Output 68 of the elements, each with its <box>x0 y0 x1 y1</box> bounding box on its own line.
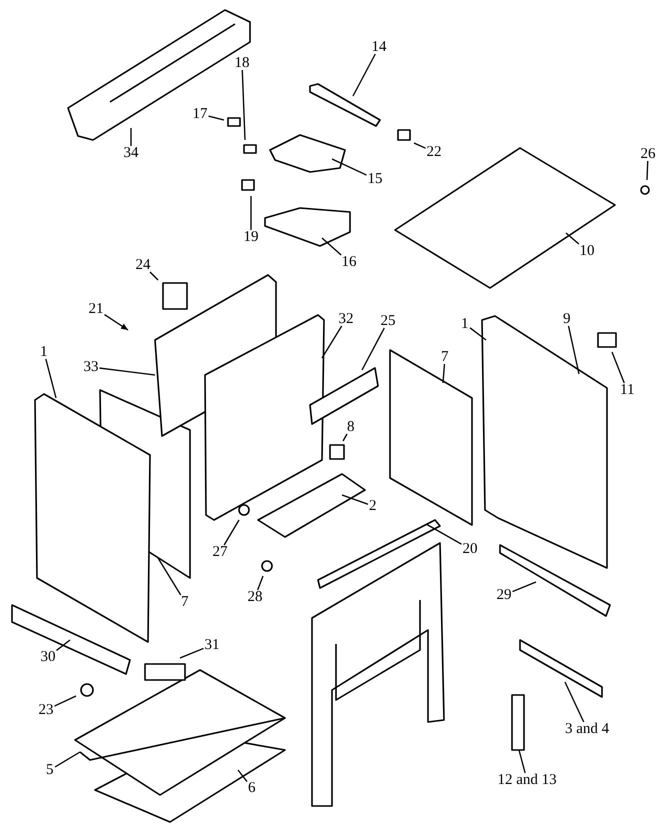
callout-number: 17 <box>192 106 208 122</box>
callout-number: 11 <box>620 382 634 398</box>
leader-line <box>208 116 224 121</box>
leader-line <box>361 328 385 370</box>
leader-line <box>54 695 76 707</box>
leader-line <box>646 160 648 180</box>
leader-line <box>157 558 182 596</box>
callout-number: 29 <box>496 587 512 603</box>
callout-number: 30 <box>40 649 56 665</box>
callout-number: 19 <box>244 229 258 245</box>
callout-number: 28 <box>248 589 262 605</box>
leader-line <box>130 128 132 146</box>
leader-line <box>518 750 526 774</box>
leader-line <box>332 158 367 176</box>
callout-number: 7 <box>181 594 188 610</box>
callout-number: 26 <box>640 146 656 162</box>
callout-number: 27 <box>212 544 228 560</box>
callout-number: 32 <box>338 311 354 327</box>
callout-number: 7 <box>441 349 448 365</box>
callout-number: 25 <box>380 313 396 329</box>
leader-line <box>237 770 248 782</box>
leader-line <box>564 682 584 722</box>
leader-line <box>568 326 580 374</box>
leader-line <box>56 639 70 651</box>
callout-number: 21 <box>88 301 104 317</box>
leader-line <box>566 232 580 244</box>
callout-number: 8 <box>347 419 354 435</box>
leader-line <box>54 751 80 768</box>
callout-number: 10 <box>580 243 594 259</box>
leader-line <box>426 523 462 545</box>
callout-number: 1 <box>40 344 48 360</box>
leader-line <box>352 54 376 96</box>
leader-line <box>611 352 625 384</box>
callout-number: 6 <box>248 780 256 796</box>
callout-number: 3 and 4 <box>565 721 610 737</box>
leader-line <box>512 581 536 592</box>
callout-number: 2 <box>369 498 376 514</box>
leader-line <box>250 196 252 230</box>
leader-line <box>342 434 348 442</box>
leader-line <box>442 364 446 384</box>
callout-number: 16 <box>342 254 356 270</box>
callout-number: 12 and 13 <box>498 772 557 788</box>
leader-line <box>150 272 158 280</box>
leader-line <box>321 326 342 358</box>
callout-number: 1 <box>461 316 468 332</box>
callout-number: 20 <box>462 541 478 557</box>
callout-number: 34 <box>124 145 138 161</box>
leader-line <box>180 648 204 659</box>
callout-number: 31 <box>204 637 220 653</box>
leader-line <box>414 142 426 149</box>
leader-line <box>322 238 342 256</box>
callout-number: 24 <box>136 257 150 273</box>
leader-line <box>224 520 240 546</box>
leader-line <box>45 358 57 398</box>
callout-number: 22 <box>426 144 442 160</box>
callout-number: 14 <box>372 39 386 55</box>
leader-line <box>104 314 128 331</box>
callout-number: 23 <box>38 702 54 718</box>
callout-number: 5 <box>46 762 54 778</box>
leader-line <box>257 576 264 590</box>
callout-number: 15 <box>368 171 382 187</box>
callout-number: 9 <box>563 311 570 327</box>
leader-line <box>99 367 156 376</box>
leader-line <box>470 327 486 341</box>
leader-line <box>242 70 246 140</box>
callout-number: 33 <box>84 359 98 375</box>
leader-line <box>342 494 368 505</box>
callout-number: 18 <box>234 55 250 71</box>
